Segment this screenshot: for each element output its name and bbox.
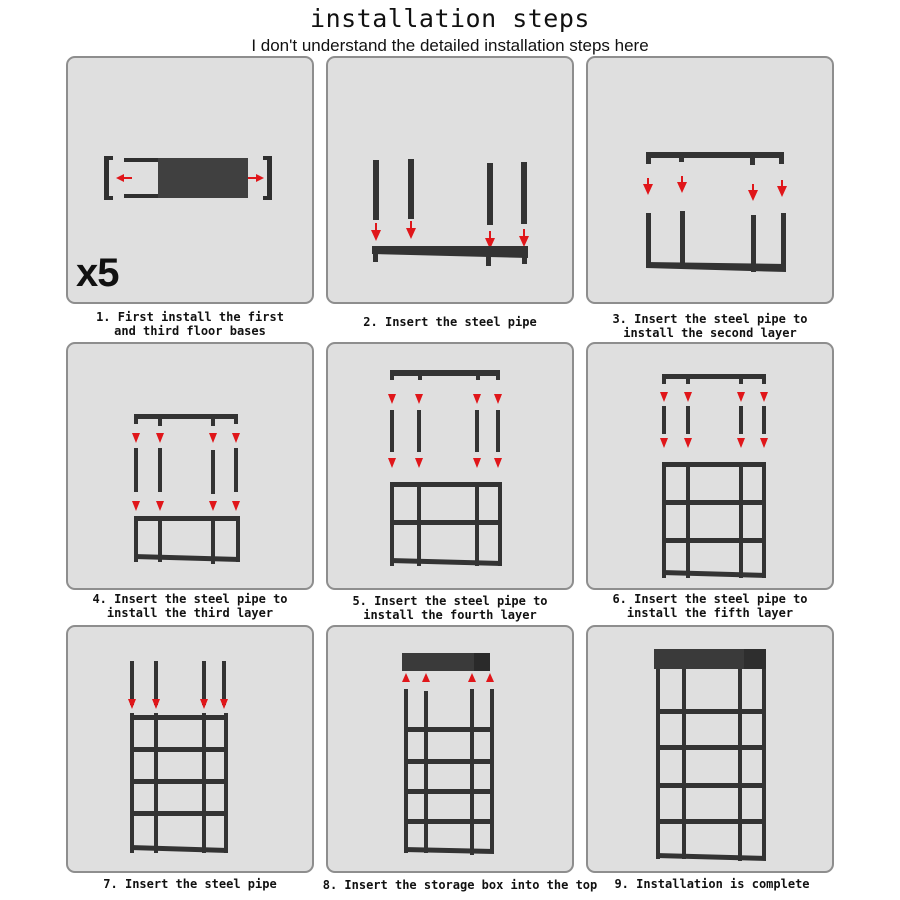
complete-rack-illustration bbox=[654, 649, 766, 861]
arrow-left-icon bbox=[116, 174, 124, 182]
storage-box-insert-illustration bbox=[402, 653, 494, 855]
third-layer-illustration bbox=[132, 414, 240, 564]
page-title: installation steps bbox=[310, 4, 590, 33]
top-pipes-illustration bbox=[128, 661, 228, 853]
step-7-panel bbox=[66, 625, 314, 873]
step-4-caption: 4. Insert the steel pipe to install the … bbox=[92, 592, 288, 620]
arrow-down-icons bbox=[371, 221, 529, 249]
quantity-badge: x5 bbox=[76, 251, 119, 295]
page-subtitle: I don't understand the detailed installa… bbox=[251, 36, 649, 55]
step-4-panel bbox=[66, 342, 314, 590]
step-6-panel bbox=[586, 342, 834, 590]
arrow-down-icons bbox=[643, 176, 787, 201]
step-1-panel: x5 bbox=[66, 56, 314, 304]
pipes-into-base-illustration bbox=[371, 159, 529, 266]
step-1-caption: 1. First install the first and third flo… bbox=[96, 310, 284, 338]
step-7-caption: 7. Insert the steel pipe bbox=[103, 877, 277, 891]
fourth-layer-illustration bbox=[388, 370, 502, 566]
step-8-panel bbox=[326, 625, 574, 873]
shelf-base-assembly-illustration bbox=[104, 156, 272, 200]
step-2-panel bbox=[326, 56, 574, 304]
step-5-panel bbox=[326, 342, 574, 590]
step-5-caption: 5. Insert the steel pipe to install the … bbox=[352, 594, 548, 622]
fifth-layer-illustration bbox=[660, 374, 768, 578]
step-9-panel bbox=[586, 625, 834, 873]
step-3-panel bbox=[586, 56, 834, 304]
second-layer-illustration bbox=[643, 152, 787, 272]
step-3-caption: 3. Insert the steel pipe to install the … bbox=[612, 312, 808, 340]
step-8-caption: 8. Insert the storage box into the top bbox=[322, 878, 598, 892]
step-9-caption: 9. Installation is complete bbox=[614, 877, 810, 891]
arrow-right-icon bbox=[256, 174, 264, 182]
step-6-caption: 6. Insert the steel pipe to install the … bbox=[612, 592, 808, 620]
step-2-caption: 2. Insert the steel pipe bbox=[363, 315, 537, 329]
